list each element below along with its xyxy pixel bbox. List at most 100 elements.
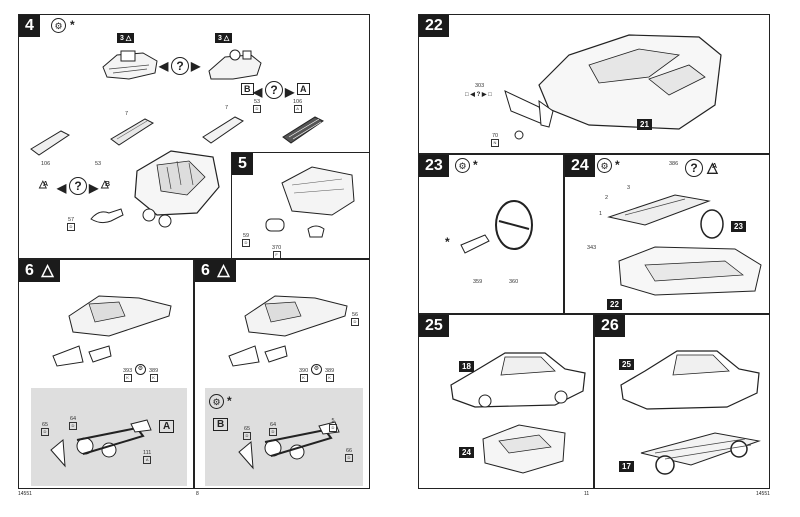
variant-triangle-icon: △	[217, 262, 230, 279]
step-number: 22	[419, 15, 449, 37]
left-arrow-icon: ◀	[253, 85, 263, 99]
variant-tag: 3 △	[117, 33, 135, 43]
footer-code: 14551	[18, 491, 32, 497]
dashboard-part-illustration	[504, 90, 554, 128]
filter-part-illustration	[265, 218, 285, 232]
engine-transmission-illustration	[244, 295, 348, 337]
valve-cover-illustration	[30, 130, 70, 156]
variant-tag: 3 △	[215, 33, 233, 43]
step-number: 6 △	[19, 260, 60, 282]
assembly-ref: 21	[637, 119, 652, 130]
engine-block-illustration	[134, 150, 220, 228]
left-arrow-icon: ◀	[57, 181, 67, 195]
assembly-ref: 25	[619, 359, 634, 370]
pump-part-illustration	[307, 225, 325, 238]
sub-label-box: B	[213, 418, 229, 431]
step-number: 6 △	[195, 260, 236, 282]
step-number: 23	[419, 155, 449, 177]
question-choice-icon: ?	[171, 57, 189, 75]
intake-manifold-a-illustration	[102, 50, 158, 80]
step-number: 5	[232, 153, 253, 175]
engine-detail-illustration	[281, 166, 355, 216]
valve-cover-illustration	[110, 118, 155, 146]
glue-gear-icon: ⚙	[597, 158, 612, 173]
assembly-ref: 17	[619, 461, 634, 472]
step-23-panel: 23 ⚙ * * 359 360	[418, 154, 564, 314]
glue-gear-icon: ⚙	[51, 18, 66, 33]
optional-star-icon: *	[445, 235, 450, 249]
step-number: 4	[19, 15, 40, 37]
step-number: 26	[595, 315, 625, 337]
right-arrow-icon: ▶	[89, 181, 99, 195]
car-body-illustration	[450, 352, 586, 408]
steering-column-illustration	[460, 234, 490, 254]
variant-choice-row: □ ◀ ? ▶ □	[465, 92, 492, 98]
part-number: 7	[125, 111, 129, 117]
variant-triangle-icon: △	[707, 159, 718, 175]
optional-star-icon: *	[615, 158, 620, 172]
interior-tub-illustration	[538, 34, 722, 130]
step-number: 24	[565, 155, 595, 177]
footer-page-number: 11	[584, 491, 590, 497]
part-number: 343	[587, 245, 597, 251]
assembly-ref: 24	[459, 447, 474, 458]
valve-cover-finned-illustration	[282, 116, 324, 144]
variant-b-box: B	[241, 83, 254, 95]
sub-assembly-area	[31, 388, 187, 486]
part-number: 53	[95, 161, 102, 167]
question-choice-icon: ?	[265, 81, 283, 99]
optional-star-icon: *	[473, 158, 478, 172]
step-24-panel: 24 ⚙ * 386 ? △ A 23 22 2 3 1 343	[564, 154, 770, 314]
step-25-panel: 25 18 24	[418, 314, 594, 489]
step-26-panel: 26 25 17	[594, 314, 770, 489]
part-number: 106	[41, 161, 51, 167]
fan-assembly-illustration	[52, 345, 112, 367]
glue-gear-icon: ⚙	[455, 158, 470, 173]
part-number: 2	[605, 195, 609, 201]
glue-gear-icon: ⚙	[209, 394, 224, 409]
question-choice-icon: ?	[685, 159, 703, 177]
assembly-ref: 22	[607, 299, 622, 310]
valve-cover-illustration	[202, 116, 244, 144]
chassis-illustration	[640, 432, 761, 475]
glue-gear-icon: ⚙	[311, 364, 322, 375]
sub-label-box: A	[159, 420, 175, 433]
footer-code: 14551	[756, 491, 770, 497]
optional-star-icon: *	[70, 18, 75, 32]
right-arrow-icon: ▶	[191, 59, 201, 73]
bracket-illustration	[90, 208, 124, 224]
right-arrow-icon: ▶	[285, 85, 295, 99]
part-number: 359	[473, 279, 483, 285]
part-number: 360	[509, 279, 519, 285]
question-choice-icon: ?	[69, 177, 87, 195]
variant-b-triangle: △	[101, 179, 109, 190]
left-arrow-icon: ◀	[159, 59, 169, 73]
interior-tub-illustration	[482, 424, 566, 474]
variant-letter: A	[712, 163, 718, 170]
part-number: 303	[475, 83, 485, 89]
part-number: 386	[669, 161, 679, 167]
variant-a-triangle: △	[39, 179, 47, 190]
small-part-illustration	[514, 130, 524, 140]
variant-a-letter: A	[43, 181, 49, 188]
assembly-ref: 23	[731, 221, 746, 232]
intake-manifold-b-illustration	[208, 49, 262, 80]
variant-triangle-icon: △	[41, 262, 54, 279]
interior-tub-illustration	[618, 246, 762, 296]
variant-a-box: A	[297, 83, 310, 95]
